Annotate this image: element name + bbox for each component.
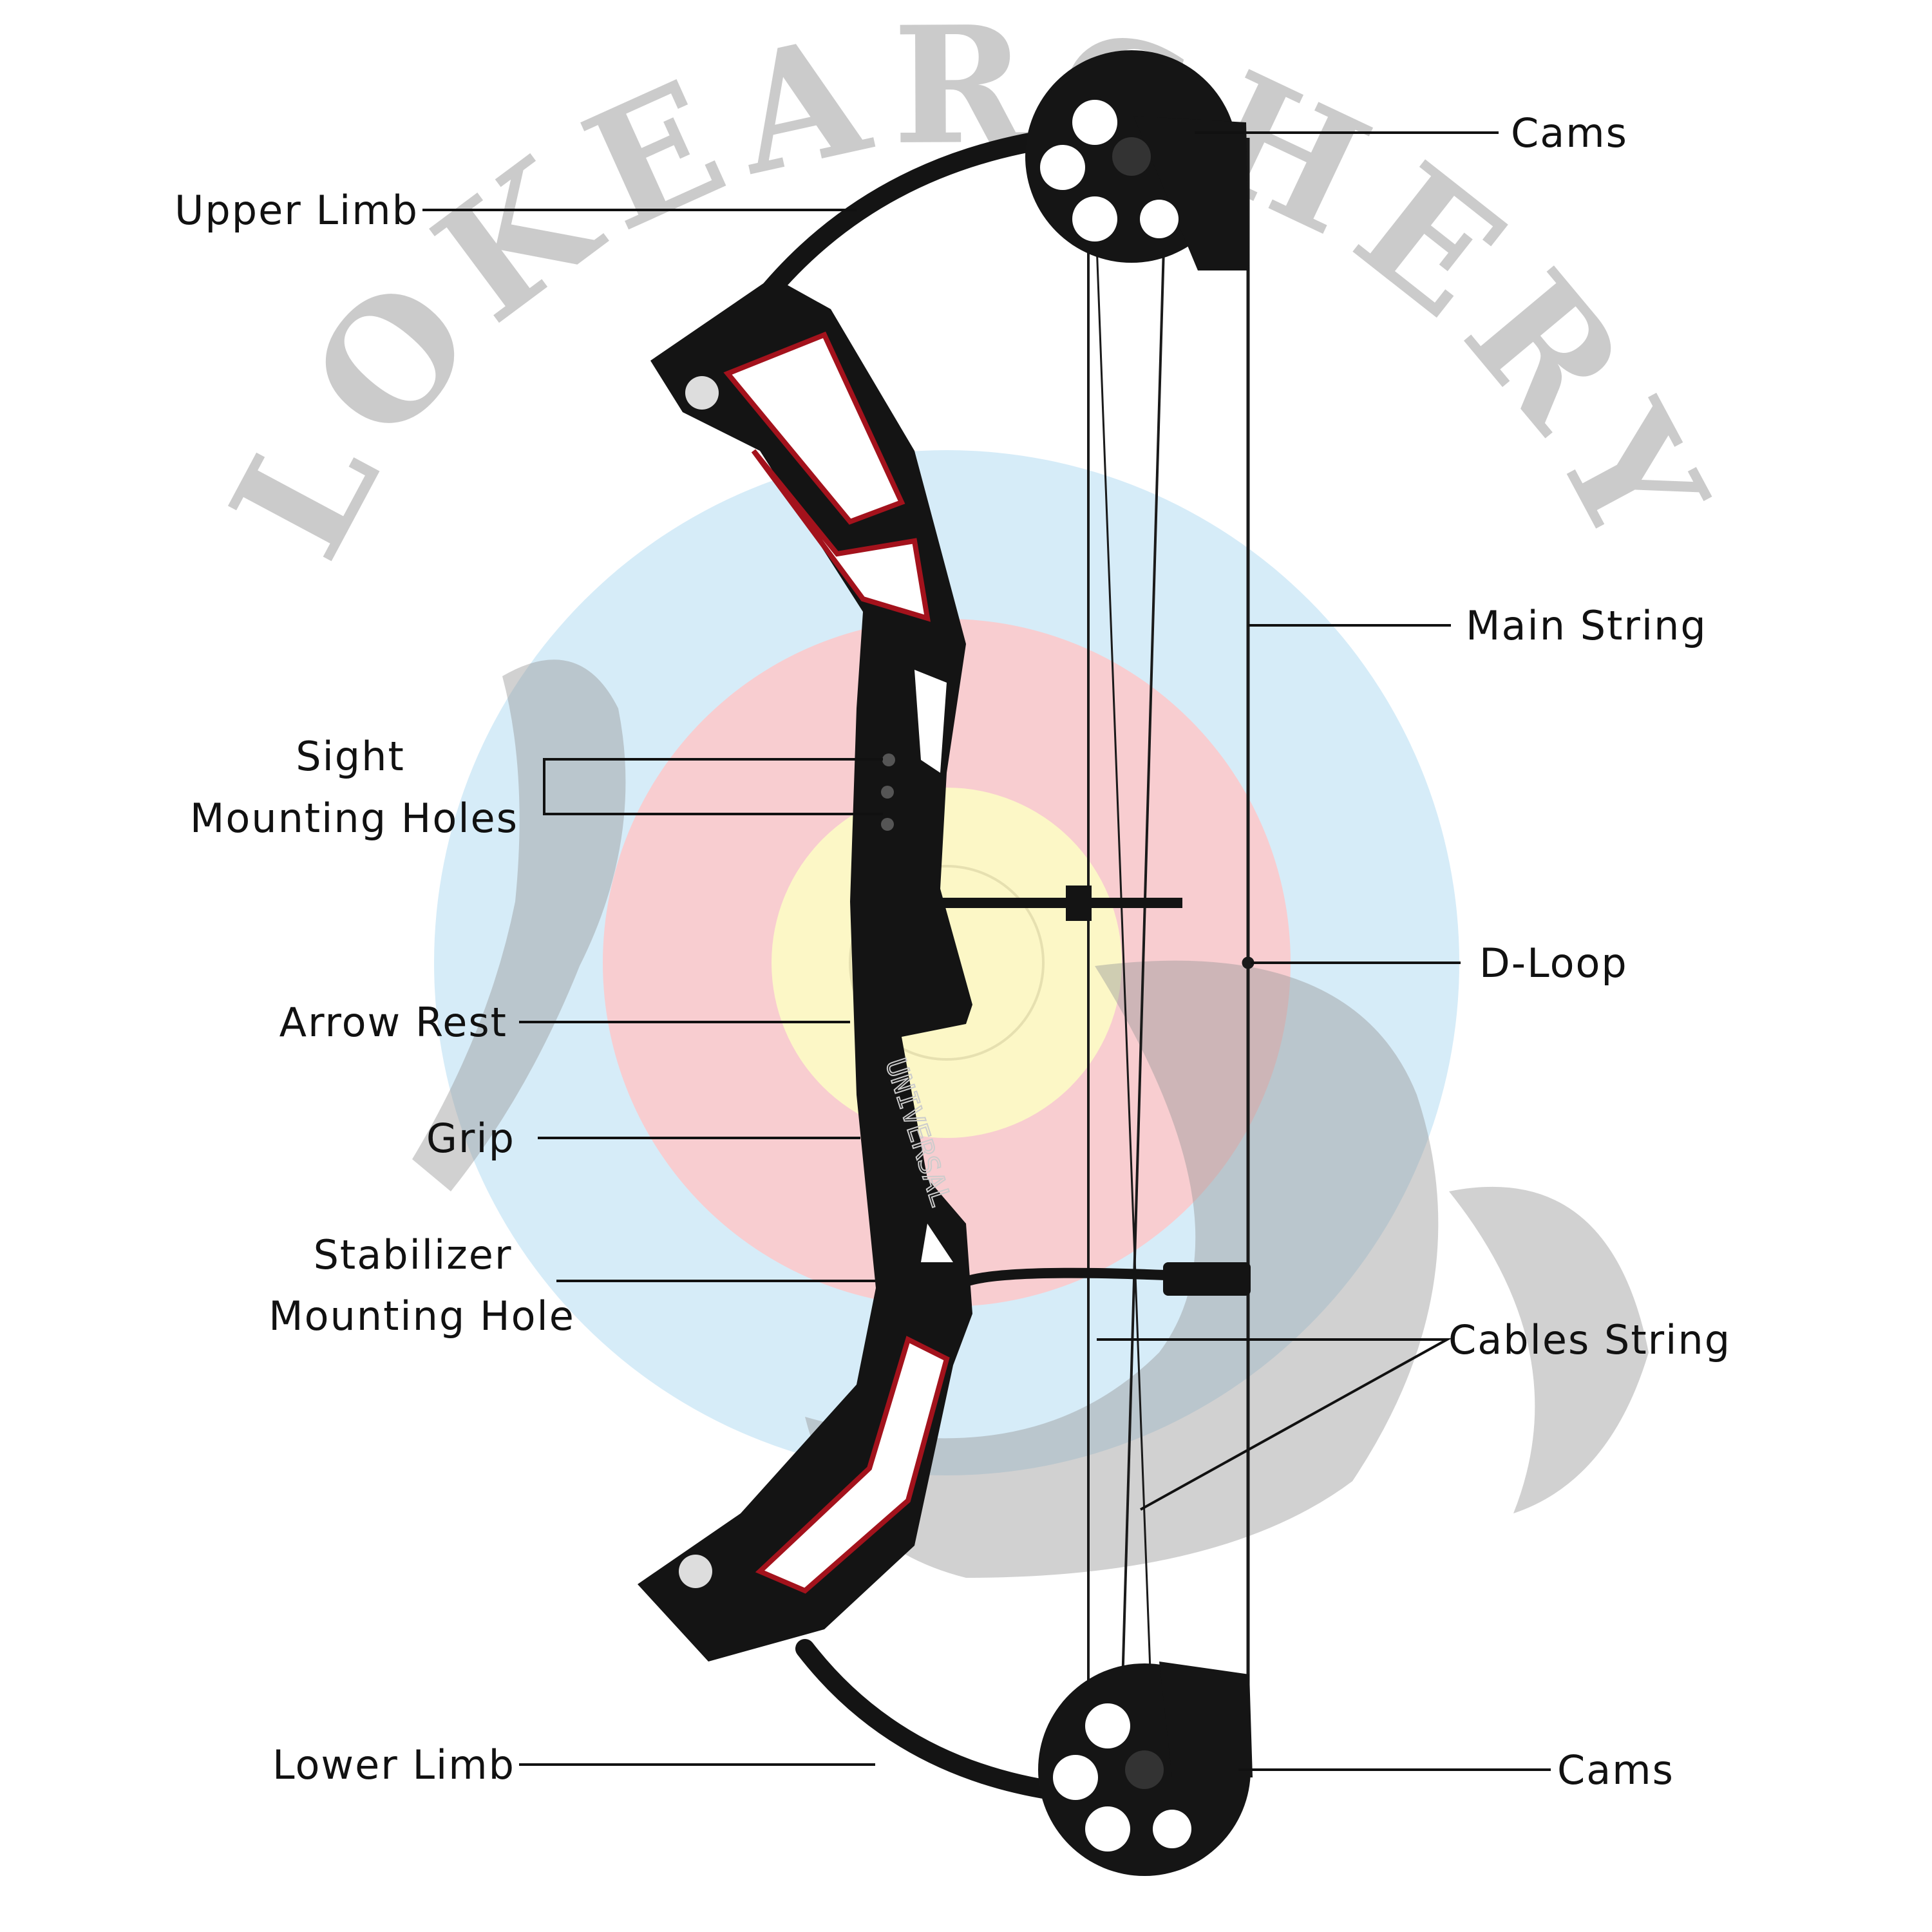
label-stabilizer-line2: Mounting Hole: [269, 1293, 575, 1340]
target-inner-ring: [849, 865, 1045, 1061]
label-arrow-rest: Arrow Rest: [279, 999, 507, 1046]
label-sight-line1: Sight: [296, 733, 405, 780]
upper-cam: [1025, 50, 1249, 270]
label-upper-limb: Upper Limb: [175, 187, 419, 234]
lower-cam: [1038, 1662, 1253, 1876]
leader-cables: [1097, 1338, 1452, 1511]
label-cams-top: Cams: [1511, 109, 1628, 156]
label-d-loop: D-Loop: [1479, 940, 1628, 987]
label-lower-limb: Lower Limb: [272, 1741, 515, 1788]
bow-strings: [1087, 138, 1255, 1776]
label-grip: Grip: [426, 1115, 515, 1162]
label-stabilizer-line1: Stabilizer: [314, 1231, 513, 1278]
label-cables-string: Cables String: [1448, 1316, 1731, 1363]
cable-3: [1094, 193, 1154, 1739]
leader-sight-holes: [543, 758, 883, 815]
arrow-rest: [938, 886, 1182, 921]
watermark-archer-silhouette: [412, 659, 1649, 1578]
labels: Cams Upper Limb Main String Sight Mounti…: [175, 109, 1731, 1794]
cable-2: [1119, 180, 1167, 1752]
riser: UNIVERSAL: [638, 277, 972, 1662]
label-sight-line2: Mounting Holes: [190, 795, 518, 842]
leader-lines: [422, 131, 1551, 1771]
label-cams-bottom: Cams: [1557, 1747, 1674, 1794]
label-main-string: Main String: [1466, 602, 1707, 649]
stabilizer: [964, 1262, 1251, 1296]
